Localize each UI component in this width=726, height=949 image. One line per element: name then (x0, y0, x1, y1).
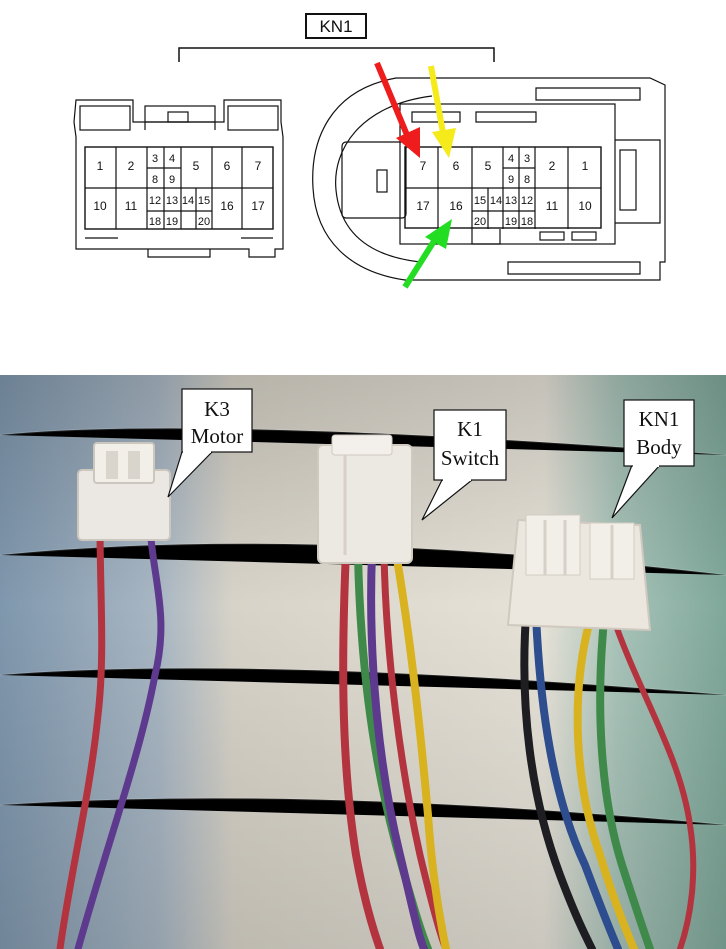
kn1-wires (520, 611, 697, 949)
callout-k1-line2: Switch (441, 446, 500, 470)
right-pin: 7 (420, 159, 427, 173)
left-pin: 5 (193, 159, 200, 173)
callout-k3-line2: Motor (191, 424, 244, 448)
left-pin: 4 (169, 153, 175, 165)
left-pin: 7 (255, 159, 262, 173)
right-pin: 14 (490, 195, 502, 207)
callout-kn1-line2: Body (636, 435, 682, 459)
wiring-photo-svg: K3 Motor K1 Switch KN1 Body (0, 375, 726, 949)
right-pin: 6 (453, 159, 460, 173)
wiring-photo: K3 Motor K1 Switch KN1 Body (0, 375, 726, 949)
right-pin: 16 (449, 199, 463, 213)
left-pin: 8 (152, 174, 158, 186)
left-pin: 1 (97, 159, 104, 173)
left-pin: 12 (149, 195, 161, 207)
k1-connector (317, 434, 413, 564)
right-pin: 12 (521, 195, 533, 207)
left-pin: 17 (251, 199, 265, 213)
red-arrow (374, 61, 420, 158)
k3-connector (77, 442, 171, 541)
title-bracket (178, 47, 495, 62)
right-pin: 4 (508, 153, 514, 165)
right-pin: 8 (524, 174, 530, 186)
k3-wires (56, 521, 165, 949)
right-pin: 3 (524, 153, 530, 165)
right-pin: 19 (505, 216, 517, 228)
callout-k3: K3 Motor (167, 388, 253, 498)
callout-k1: K1 Switch (421, 409, 507, 521)
green-arrow (402, 219, 452, 289)
left-pin: 2 (128, 159, 135, 173)
left-pin: 6 (224, 159, 231, 173)
right-pin: 18 (521, 216, 533, 228)
callout-kn1-line1: KN1 (639, 407, 680, 431)
left-pin: 15 (198, 195, 210, 207)
right-pin: 10 (578, 199, 592, 213)
right-pin: 9 (508, 174, 514, 186)
left-pin: 20 (198, 216, 210, 228)
left-pin: 18 (149, 216, 161, 228)
connector-diagram-svg: KN1 1 2 3 4 5 6 7 8 9 10 11 12 13 14 15 … (73, 13, 666, 289)
left-connector-pins: 1 2 3 4 5 6 7 8 9 10 11 12 13 14 15 16 1… (93, 153, 265, 228)
left-pin: 13 (166, 195, 178, 207)
left-pin: 9 (169, 174, 175, 186)
kn1-connector (506, 514, 652, 632)
right-pin: 11 (546, 199, 559, 213)
right-pin: 15 (474, 195, 486, 207)
diagram-title: KN1 (319, 17, 352, 36)
right-connector-pins: 7 6 5 4 3 2 1 9 8 17 16 15 14 13 12 11 1… (416, 153, 592, 228)
right-pin: 20 (474, 216, 486, 228)
left-pin: 16 (220, 199, 234, 213)
right-pin: 2 (549, 159, 556, 173)
left-pin: 14 (182, 195, 194, 207)
k1-wires (339, 546, 450, 949)
title-box (305, 13, 367, 39)
right-pin: 1 (582, 159, 589, 173)
right-connector (312, 77, 666, 281)
callout-k1-line1: K1 (457, 417, 483, 441)
left-pin: 11 (125, 199, 138, 213)
right-pin: 13 (505, 195, 517, 207)
right-pin: 17 (416, 199, 430, 213)
left-pin: 3 (152, 153, 158, 165)
yellow-arrow (428, 65, 456, 158)
callout-kn1: KN1 Body (611, 399, 695, 519)
left-pin: 19 (166, 216, 178, 228)
right-pin: 5 (485, 159, 492, 173)
left-connector (73, 99, 284, 258)
left-pin: 10 (93, 199, 107, 213)
connector-diagram: KN1 1 2 3 4 5 6 7 8 9 10 11 12 13 14 15 … (0, 0, 726, 375)
callout-k3-line1: K3 (204, 397, 230, 421)
